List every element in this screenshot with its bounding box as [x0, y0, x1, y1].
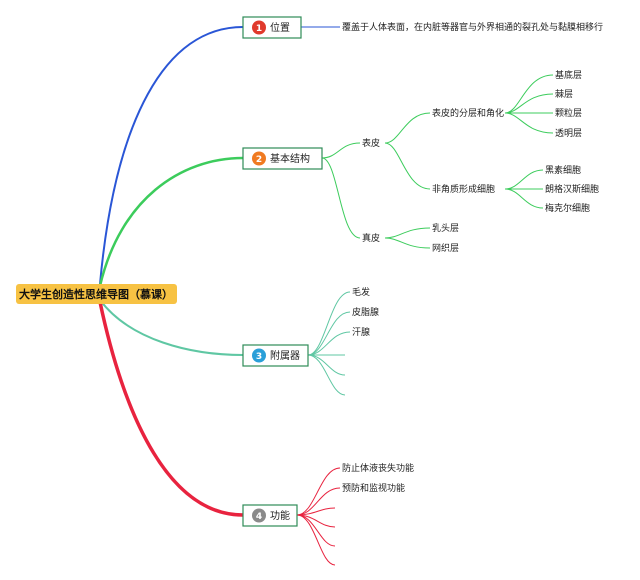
root-label: 大学生创造性思维导图（慕课）: [19, 287, 173, 301]
leaf-layer[interactable]: 颗粒层: [555, 107, 582, 119]
badge-2-icon: [252, 151, 266, 166]
branch-line-appendages: [99, 299, 244, 356]
node-epidermis[interactable]: 表皮: [362, 137, 380, 149]
root-node[interactable]: 大学生创造性思维导图（慕课）: [16, 284, 177, 304]
badge-4-icon: [252, 508, 266, 523]
svg-text:3: 3: [256, 352, 262, 362]
branch-line-function: [98, 301, 244, 517]
leaf-appendage[interactable]: 汗腺: [352, 326, 370, 338]
badge-3-icon: [252, 348, 266, 363]
leaf-appendage[interactable]: 皮脂腺: [352, 306, 379, 318]
badge-1-icon: [252, 20, 266, 35]
node-nonkeratinocytes[interactable]: 非角质形成细胞: [432, 183, 495, 195]
branch-node-function[interactable]: 4 功能: [242, 504, 298, 527]
branch-node-structure[interactable]: 2 基本结构: [242, 147, 323, 170]
leaf-layer[interactable]: 透明层: [555, 128, 582, 139]
branch-node-position[interactable]: 1 位置: [242, 16, 302, 39]
svg-text:1: 1: [256, 24, 262, 34]
leaf-cell[interactable]: 黑素细胞: [545, 164, 581, 176]
svg-text:4: 4: [256, 512, 262, 522]
leaf-appendage[interactable]: 毛发: [352, 286, 370, 298]
leaf-cell[interactable]: 梅克尔细胞: [545, 202, 590, 214]
function-connectors: [296, 467, 341, 566]
leaf-dermis-layer[interactable]: 网织层: [432, 242, 459, 254]
position-description[interactable]: 覆盖于人体表面，在内脏等器官与外界相通的裂孔处与黏膜相移行: [342, 21, 603, 33]
branch-label-function: 功能: [270, 509, 290, 522]
leaf-cell[interactable]: 朗格汉斯细胞: [545, 183, 599, 195]
leaf-layer[interactable]: 基底层: [555, 69, 582, 81]
branch-label-structure: 基本结构: [270, 152, 310, 165]
branch-node-appendages[interactable]: 3 附属器: [242, 344, 309, 367]
structure-connectors: [321, 74, 554, 249]
node-epidermis-layering[interactable]: 表皮的分层和角化: [432, 107, 504, 119]
branch-label-appendages: 附属器: [270, 349, 300, 362]
leaf-function[interactable]: 防止体液丧失功能: [342, 462, 414, 474]
svg-text:2: 2: [256, 155, 262, 165]
branch-line-structure: [98, 156, 244, 287]
leaf-function[interactable]: 预防和监视功能: [342, 482, 405, 494]
leaf-dermis-layer[interactable]: 乳头层: [432, 222, 459, 234]
branch-label-position: 位置: [270, 21, 290, 34]
leaf-layer[interactable]: 棘层: [555, 89, 573, 100]
branch-line-position: [99, 26, 244, 285]
node-dermis[interactable]: 真皮: [362, 232, 380, 244]
appendage-connectors: [307, 291, 351, 396]
